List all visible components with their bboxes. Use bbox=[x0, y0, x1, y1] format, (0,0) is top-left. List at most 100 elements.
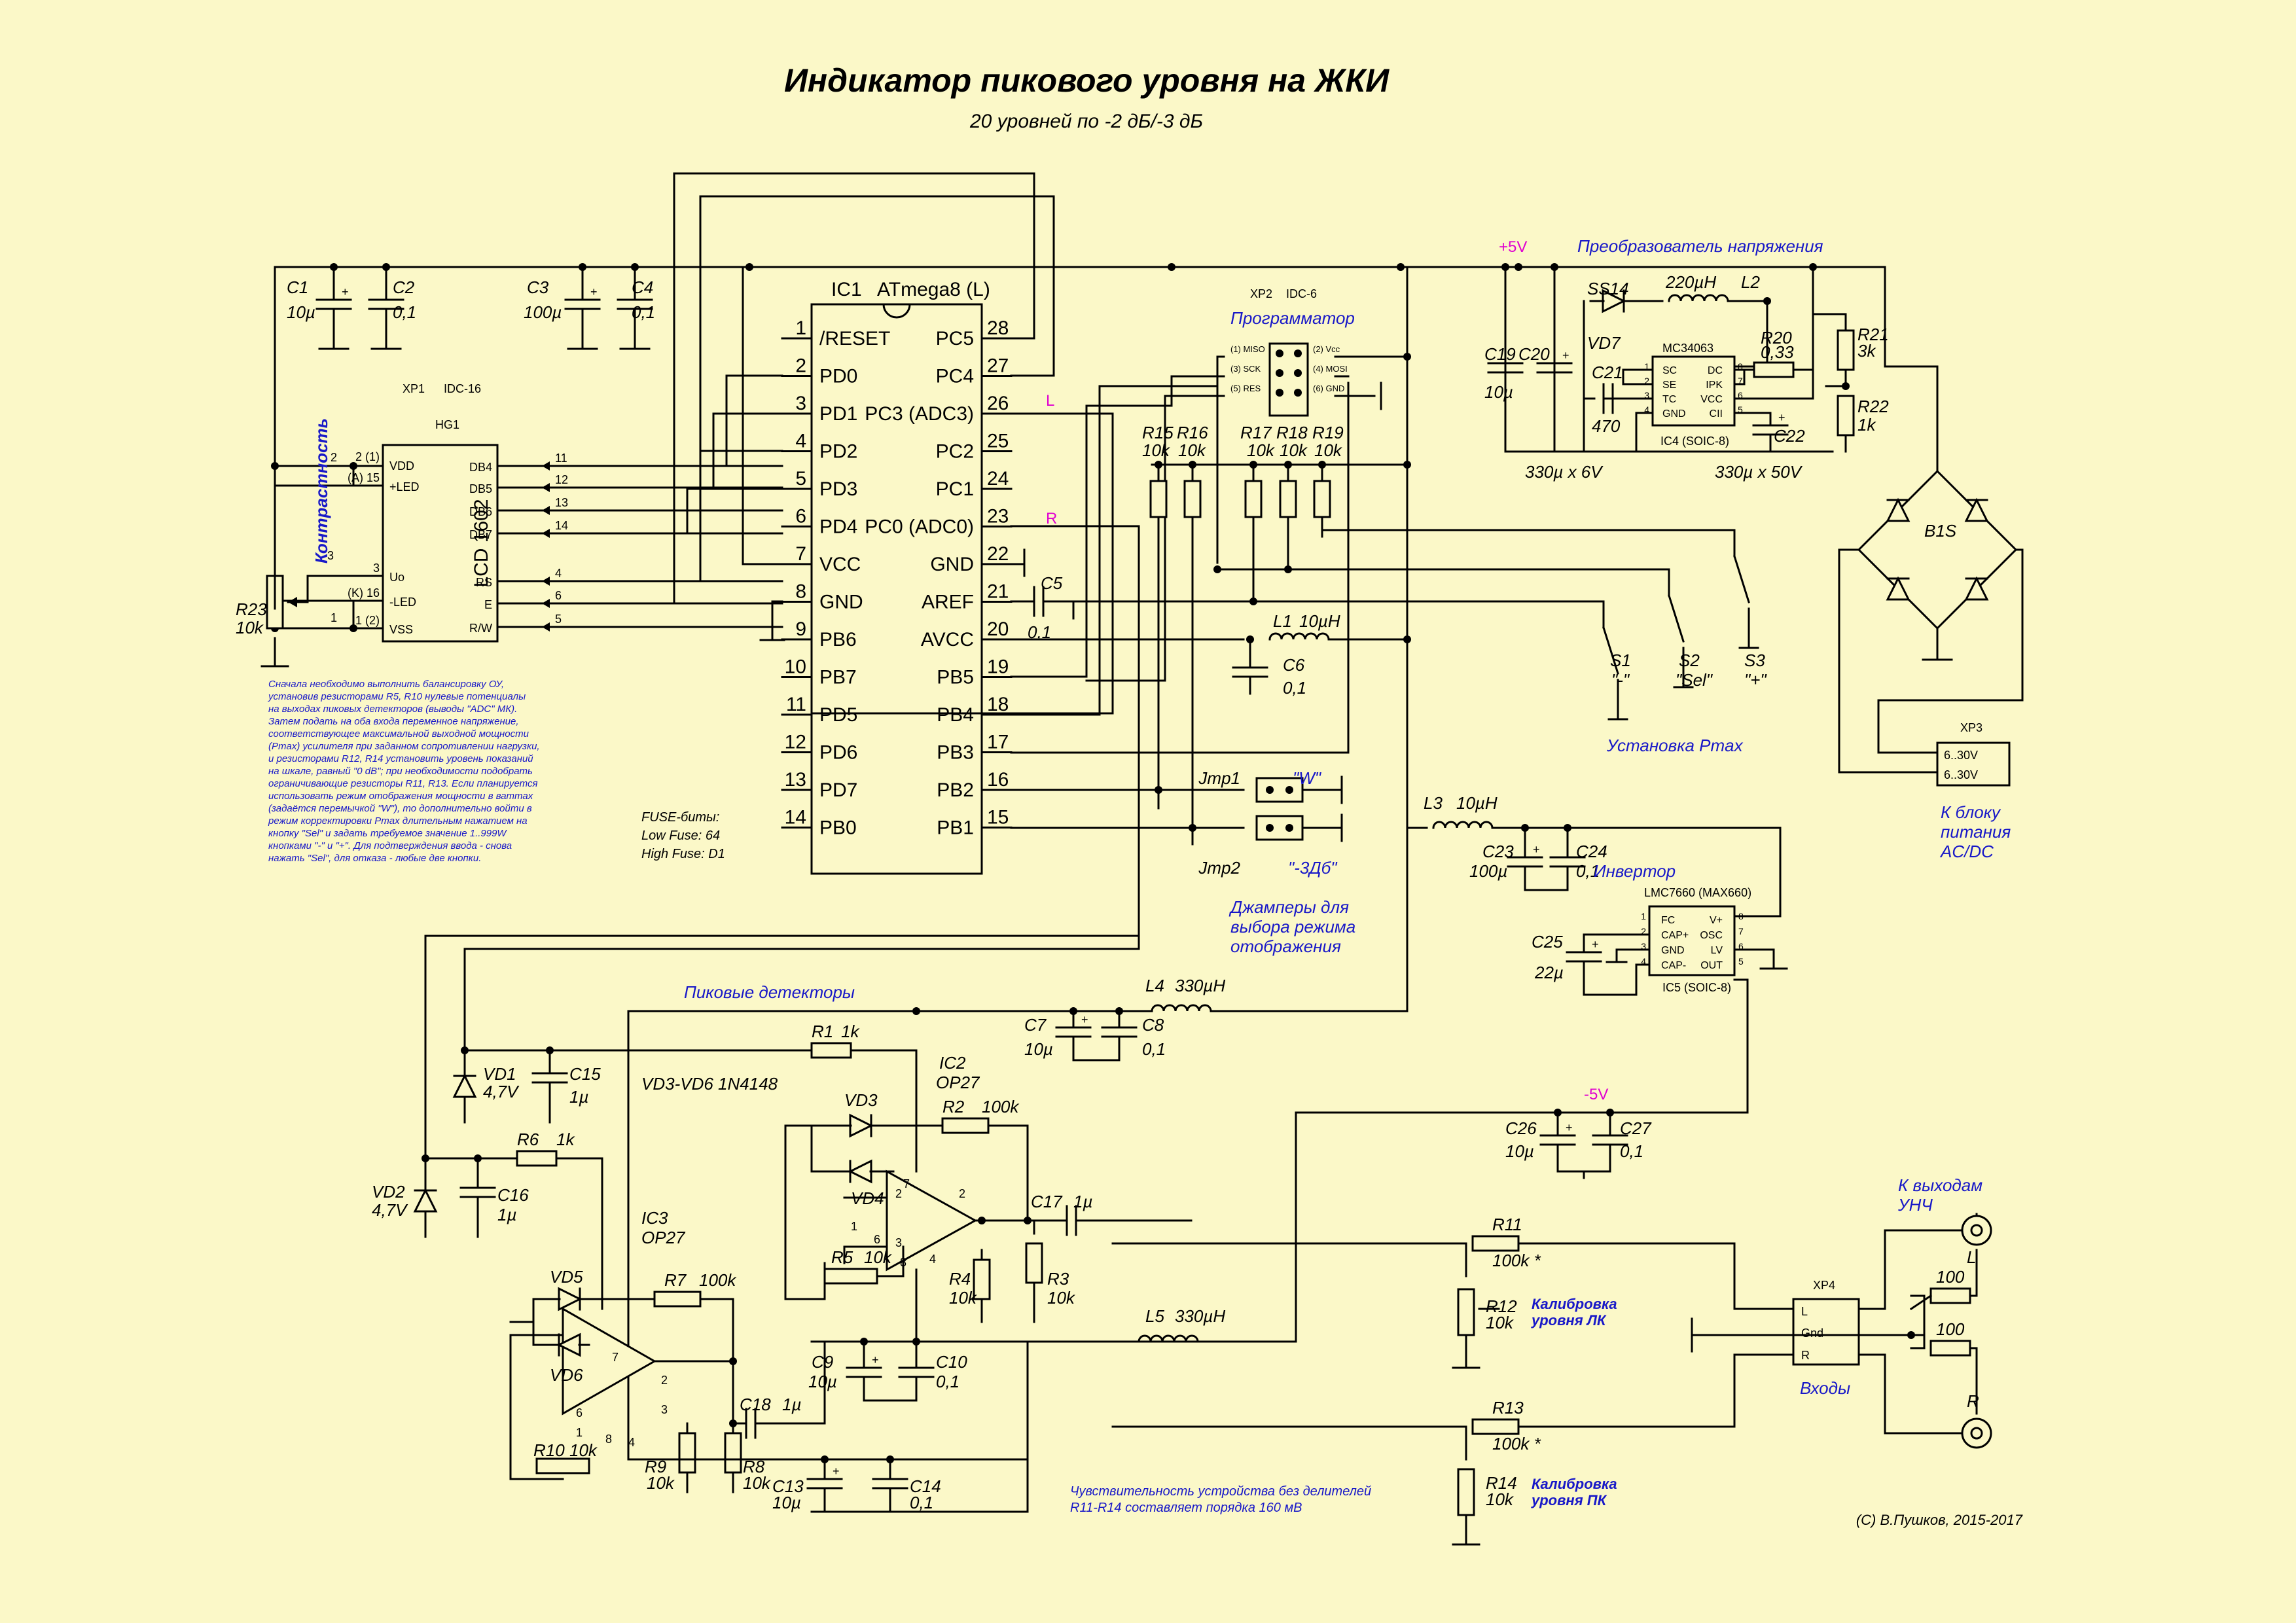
connector-arrow-icon bbox=[542, 529, 550, 538]
r12-value: 10k bbox=[1486, 1313, 1515, 1332]
ic1-pin-label: PD0 bbox=[819, 366, 857, 387]
r4-value: 10k bbox=[949, 1288, 978, 1308]
wire bbox=[810, 978, 1749, 1513]
pb3 bbox=[1010, 382, 1350, 754]
switch-contact[interactable] bbox=[1733, 555, 1750, 603]
ic5-pin-number: 4 bbox=[1641, 956, 1646, 967]
r21-value: 3k bbox=[1857, 341, 1876, 361]
pin-label: 2 bbox=[661, 1374, 668, 1387]
ic1-pin-number: 6 bbox=[795, 506, 806, 527]
jmp1-ref: Jmp1 bbox=[1198, 768, 1240, 788]
xp2-miso bbox=[1216, 355, 1225, 564]
ic5-pin-label: CAP+ bbox=[1661, 930, 1689, 941]
lcd-pin-label: DB4 bbox=[469, 461, 492, 474]
resistor-r7 bbox=[653, 1291, 702, 1308]
xp2-pin-label: (2) Vcc bbox=[1313, 344, 1340, 354]
ic5-pin-number: 5 bbox=[1738, 956, 1744, 967]
wire bbox=[915, 1268, 1114, 1343]
r11-ref: R11 bbox=[1492, 1215, 1522, 1234]
bridge-diode-icon bbox=[1964, 497, 1989, 522]
vd4-ref: VD4 bbox=[851, 1188, 884, 1208]
vd1-ref: VD1 bbox=[483, 1064, 516, 1084]
jumper-block[interactable] bbox=[1255, 777, 1304, 803]
ic1-pin-number: 2 bbox=[795, 355, 806, 377]
ic1-pin-number: 9 bbox=[795, 618, 806, 640]
l1-ref: L1 bbox=[1273, 611, 1292, 631]
switch-contact[interactable] bbox=[1668, 594, 1685, 643]
lcd-pin-label: RS bbox=[476, 576, 492, 589]
jumper-block[interactable] bbox=[1255, 815, 1304, 841]
resistor-r18 bbox=[1279, 480, 1297, 518]
c25-value: 22µ bbox=[1534, 963, 1564, 982]
rca-jack-left[interactable] bbox=[1970, 1224, 1983, 1237]
xp2-connector bbox=[1268, 342, 1309, 417]
wire bbox=[699, 1298, 734, 1425]
ic5-pin-number: 1 bbox=[1641, 911, 1646, 921]
ic1-pin-label: PC4 bbox=[936, 366, 974, 387]
ic1-pin-number: 28 bbox=[987, 317, 1009, 339]
r5-value: 10k bbox=[864, 1247, 893, 1267]
bus-db5 bbox=[712, 412, 783, 489]
lcd-pin-number: 14 bbox=[555, 519, 568, 532]
xp2-type: IDC-6 bbox=[1286, 287, 1317, 300]
wire bbox=[1910, 1294, 1926, 1349]
connector-arrow-icon bbox=[542, 506, 550, 515]
ic1-pin-number: 15 bbox=[987, 807, 1009, 829]
ic1-pin-label: AVCC bbox=[921, 629, 974, 651]
ic5-pin-label: GND bbox=[1661, 945, 1685, 956]
ic4-pin-number: 4 bbox=[1644, 404, 1649, 415]
junction-dot bbox=[1403, 353, 1411, 361]
r4-ref: R4 bbox=[949, 1269, 971, 1289]
vd6-ref: VD6 bbox=[550, 1365, 583, 1385]
jack-label-R: R bbox=[1967, 1391, 1979, 1411]
wire bbox=[1812, 266, 1847, 332]
r18-value: 10k bbox=[1280, 440, 1308, 460]
setup-note: Сначала необходимо выполнить балансировк… bbox=[268, 679, 504, 690]
b1s-ref: B1S bbox=[1924, 521, 1957, 541]
c21-ref: C21 bbox=[1592, 363, 1623, 382]
rca-jack-right[interactable] bbox=[1970, 1427, 1983, 1440]
r11-value: 100k * bbox=[1492, 1251, 1541, 1270]
xp2-pin bbox=[1294, 389, 1302, 397]
trimmer-r10 bbox=[535, 1457, 590, 1474]
wire bbox=[1583, 960, 1651, 996]
junction-dot bbox=[350, 624, 357, 632]
ic4-pin-number: 6 bbox=[1738, 390, 1743, 401]
ic5-pin-number: 2 bbox=[1641, 926, 1646, 936]
wire bbox=[627, 1412, 1029, 1461]
ic1-pin-number: 7 bbox=[795, 543, 806, 565]
setup-note: на выходах пиковых детекторов (выводы "A… bbox=[268, 704, 517, 715]
r19-ref: R19 bbox=[1312, 423, 1344, 442]
junction-dot bbox=[978, 1217, 986, 1224]
c13-ref: C13 bbox=[772, 1476, 804, 1496]
wire bbox=[1884, 266, 1939, 473]
junction-dot bbox=[1189, 824, 1196, 832]
diode-vd4-icon bbox=[848, 1159, 872, 1184]
trimmer-r14 bbox=[1457, 1468, 1475, 1516]
vd5-ref: VD5 bbox=[550, 1267, 583, 1287]
pin-label: 2 bbox=[331, 451, 337, 464]
junction-dot bbox=[821, 1455, 829, 1463]
ic1-pin-number: 26 bbox=[987, 393, 1009, 414]
bridge-diode-icon bbox=[1964, 576, 1989, 601]
diode-vd5-icon bbox=[558, 1287, 583, 1311]
junction-dot bbox=[1564, 824, 1571, 832]
lcd-pin-number: 6 bbox=[555, 589, 562, 602]
ic1-pin-number: 5 bbox=[795, 468, 806, 490]
s1-ref: S1 bbox=[1610, 651, 1631, 670]
pmax-title: Установка Pmax bbox=[1606, 736, 1744, 755]
l3-ref: L3 bbox=[1424, 793, 1443, 813]
pc3-line bbox=[810, 412, 1114, 715]
junction-dot bbox=[474, 1154, 482, 1162]
c27-ref: C27 bbox=[1620, 1118, 1652, 1138]
bus-db4 bbox=[725, 374, 783, 467]
wire bbox=[1727, 300, 1768, 368]
switch-contact[interactable] bbox=[1602, 626, 1619, 675]
r20-ref: R20 bbox=[1761, 328, 1792, 348]
outputs-title: К выходам bbox=[1898, 1175, 1982, 1195]
s3-ref: S3 bbox=[1744, 651, 1765, 670]
minus5-label: -5V bbox=[1584, 1086, 1608, 1103]
pin-label: 7 bbox=[612, 1351, 619, 1364]
ic1-pin-label: PB0 bbox=[819, 817, 857, 839]
ic3-name: OP27 bbox=[641, 1228, 686, 1247]
